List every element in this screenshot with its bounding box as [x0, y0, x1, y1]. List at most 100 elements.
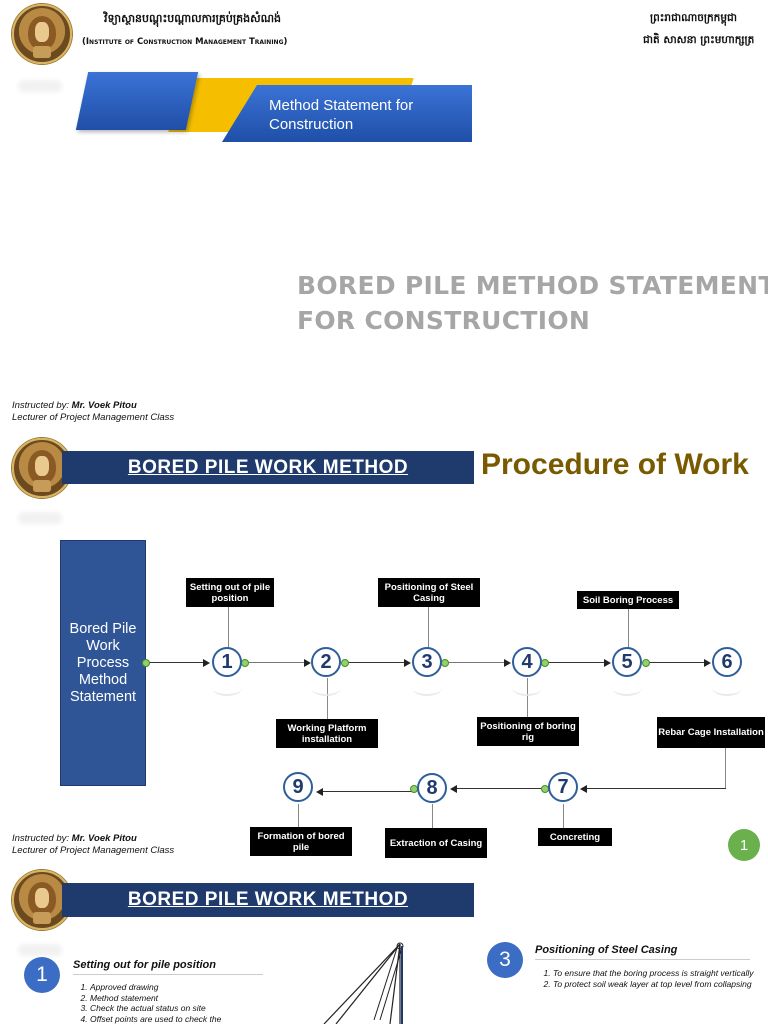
arrow-head [580, 784, 587, 793]
arrow-head [604, 658, 611, 667]
page-number-badge: 1 [728, 829, 760, 861]
arrow-head [404, 658, 411, 667]
arrow-head [203, 658, 210, 667]
section-bar-title: BORED PILE WORK METHOD [62, 451, 474, 484]
process-side-box-label: Bored Pile Work Process Method Statement [69, 620, 137, 705]
label-tick [298, 804, 300, 830]
step-label-9: Formation of bored pile [250, 827, 352, 856]
section-1-underline [73, 974, 263, 975]
list-item: To ensure that the boring process is str… [553, 968, 768, 979]
title-banner: Method Statement for Construction [75, 72, 482, 146]
section-badge-1: 1 [24, 957, 60, 993]
process-side-box: Bored Pile Work Process Method Statement [60, 540, 146, 786]
arrow-head [450, 784, 457, 793]
instructor-role: Lecturer of Project Management Class [12, 412, 175, 423]
step-circle-3: 3 [412, 647, 442, 677]
connector-line [246, 662, 304, 664]
lion-logo-icon [12, 4, 72, 64]
arrow-head [504, 658, 511, 667]
main-title-line-2: FOR CONSTRUCTION [297, 306, 591, 335]
banner-title: Method Statement for Construction [269, 97, 414, 133]
step-circle-2: 2 [311, 647, 341, 677]
connector-line [446, 662, 504, 664]
section-3-underline [535, 959, 750, 960]
connector-dot [142, 659, 150, 667]
connector-line [346, 662, 404, 664]
section-badge-3: 3 [487, 942, 523, 978]
procedure-heading: Procedure of Work [481, 448, 749, 481]
list-item: Method statement [90, 993, 290, 1004]
step-circle-8: 8 [417, 773, 447, 803]
step-label-3: Positioning of Steel Casing [378, 578, 480, 607]
slide-title: វិទ្យាស្ថានបណ្តុះបណ្តាលការគ្រប់គ្រងសំណង់… [0, 0, 768, 432]
step-circle-1: 1 [212, 647, 242, 677]
connector-dot [441, 659, 449, 667]
decorative-blur [18, 512, 62, 524]
label-tick [228, 606, 230, 648]
circle-reflection [612, 680, 642, 696]
decorative-blur [18, 944, 62, 956]
circle-reflection [311, 680, 341, 696]
main-title-line-1: BORED PILE METHOD STATEMENT [297, 271, 768, 300]
list-item: Approved drawing [90, 982, 290, 993]
instructor-name: Mr. Voek Pitou [71, 833, 137, 844]
list-item: Check the actual status on site [90, 1003, 290, 1014]
slide-details: BORED PILE WORK METHOD 1 Setting out for… [0, 866, 768, 1024]
label-tick [327, 678, 329, 722]
step-label-7: Concreting [538, 828, 612, 846]
instructor-info: Instructed by: Mr. Voek Pitou Lecturer o… [12, 833, 174, 857]
instructor-name: Mr. Voek Pitou [71, 400, 137, 411]
label-tick [563, 804, 565, 828]
label-tick [628, 608, 630, 648]
kingdom-line-2: ជាតិ សាសនា ព្រះមហាក្សត្រ [643, 34, 755, 46]
step-label-1: Setting out of pile position [186, 578, 274, 607]
connector-line [148, 662, 204, 664]
instructor-role: Lecturer of Project Management Class [12, 845, 175, 856]
arrow-head [304, 658, 311, 667]
crane-illustration [323, 942, 404, 1024]
circle-reflection [512, 680, 542, 696]
institute-name-english: (Institute of Construction Management Tr… [82, 37, 288, 47]
connector-line [456, 788, 542, 790]
step-label-2: Working Platform installation [276, 719, 378, 748]
section-1-title: Setting out for pile position [73, 959, 216, 971]
connector-line [646, 662, 704, 664]
section-bar-title: BORED PILE WORK METHOD [62, 883, 474, 917]
step-circle-6: 6 [712, 647, 742, 677]
instructor-info: Instructed by: Mr. Voek Pitou Lecturer o… [12, 400, 174, 424]
circle-reflection [712, 680, 742, 696]
connector-line [586, 788, 726, 790]
section-3-title: Positioning of Steel Casing [535, 944, 678, 956]
instructor-label: Instructed by: [12, 400, 70, 411]
step-label-8: Extraction of Casing [385, 828, 487, 858]
list-item: Offset points are used to check the [90, 1014, 290, 1024]
connector-line [322, 791, 412, 793]
connector-dot [642, 659, 650, 667]
connector-dot [341, 659, 349, 667]
arrow-head [316, 787, 323, 796]
connector-dot [241, 659, 249, 667]
connector-line [546, 662, 604, 664]
step-circle-9: 9 [283, 772, 313, 802]
decorative-blur [18, 80, 62, 92]
list-item: To protect soil weak layer at top level … [553, 979, 768, 990]
label-tick [527, 678, 529, 718]
section-3-list: To ensure that the boring process is str… [535, 968, 768, 989]
section-1-list: Approved drawing Method statement Check … [72, 982, 290, 1024]
slide-procedure: BORED PILE WORK METHOD Procedure of Work… [0, 432, 768, 866]
circle-reflection [212, 680, 242, 696]
circle-reflection [412, 680, 442, 696]
label-tick [432, 804, 434, 830]
instructor-label: Instructed by: [12, 833, 70, 844]
kingdom-line-1: ព្រះរាជាណាចក្រកម្ពុជា [650, 12, 738, 24]
label-tick [428, 606, 430, 648]
step-circle-5: 5 [612, 647, 642, 677]
step-circle-4: 4 [512, 647, 542, 677]
step-label-5: Soil Boring Process [577, 591, 679, 609]
arrow-head [704, 658, 711, 667]
connector-line [725, 748, 727, 789]
institute-name-khmer: វិទ្យាស្ថានបណ្តុះបណ្តាលការគ្រប់គ្រងសំណង់ [104, 12, 281, 25]
connector-dot [541, 659, 549, 667]
step-label-4: Positioning of boring rig [477, 717, 579, 746]
step-circle-7: 7 [548, 772, 578, 802]
